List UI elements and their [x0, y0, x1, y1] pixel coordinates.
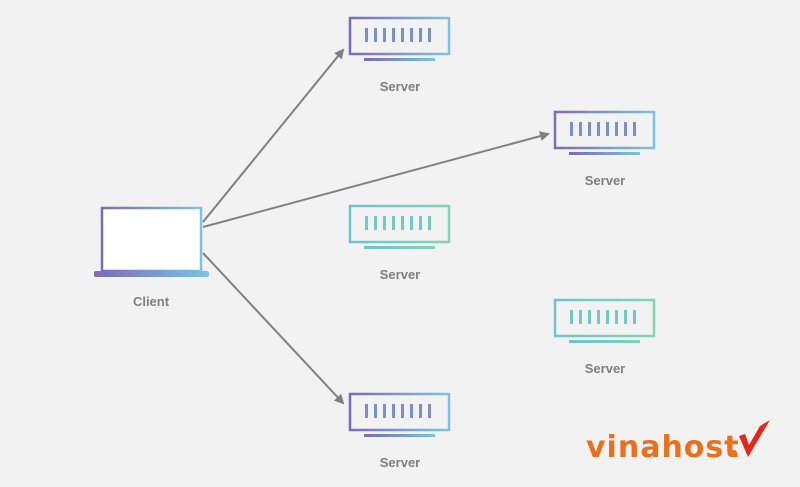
server-node-2: Server	[553, 110, 656, 188]
server-label: Server	[380, 267, 420, 282]
arrow-to-server-5	[202, 252, 345, 405]
server-icon	[348, 16, 451, 61]
arrow-to-server-1	[202, 48, 345, 223]
laptop-icon	[94, 206, 209, 277]
server-label: Server	[380, 455, 420, 470]
connection-arrows	[202, 48, 550, 405]
server-node-4: Server	[553, 298, 656, 376]
server-label: Server	[585, 361, 625, 376]
server-node-1: Server	[348, 16, 451, 94]
server-icon	[553, 298, 656, 343]
server-icon	[553, 110, 656, 155]
server-label: Server	[585, 173, 625, 188]
logo-check-icon	[739, 420, 770, 457]
server-node-3: Server	[348, 204, 451, 282]
logo-dot	[731, 450, 737, 456]
server-icon	[348, 204, 451, 249]
client-node: Client	[94, 206, 209, 309]
server-icon	[348, 392, 451, 437]
client-label: Client	[133, 294, 170, 309]
logo-text: vinahost	[586, 430, 740, 465]
arrow-to-server-2	[202, 131, 550, 228]
server-label: Server	[380, 79, 420, 94]
server-node-5: Server	[348, 392, 451, 470]
vinahost-logo: vinahost	[586, 420, 770, 465]
